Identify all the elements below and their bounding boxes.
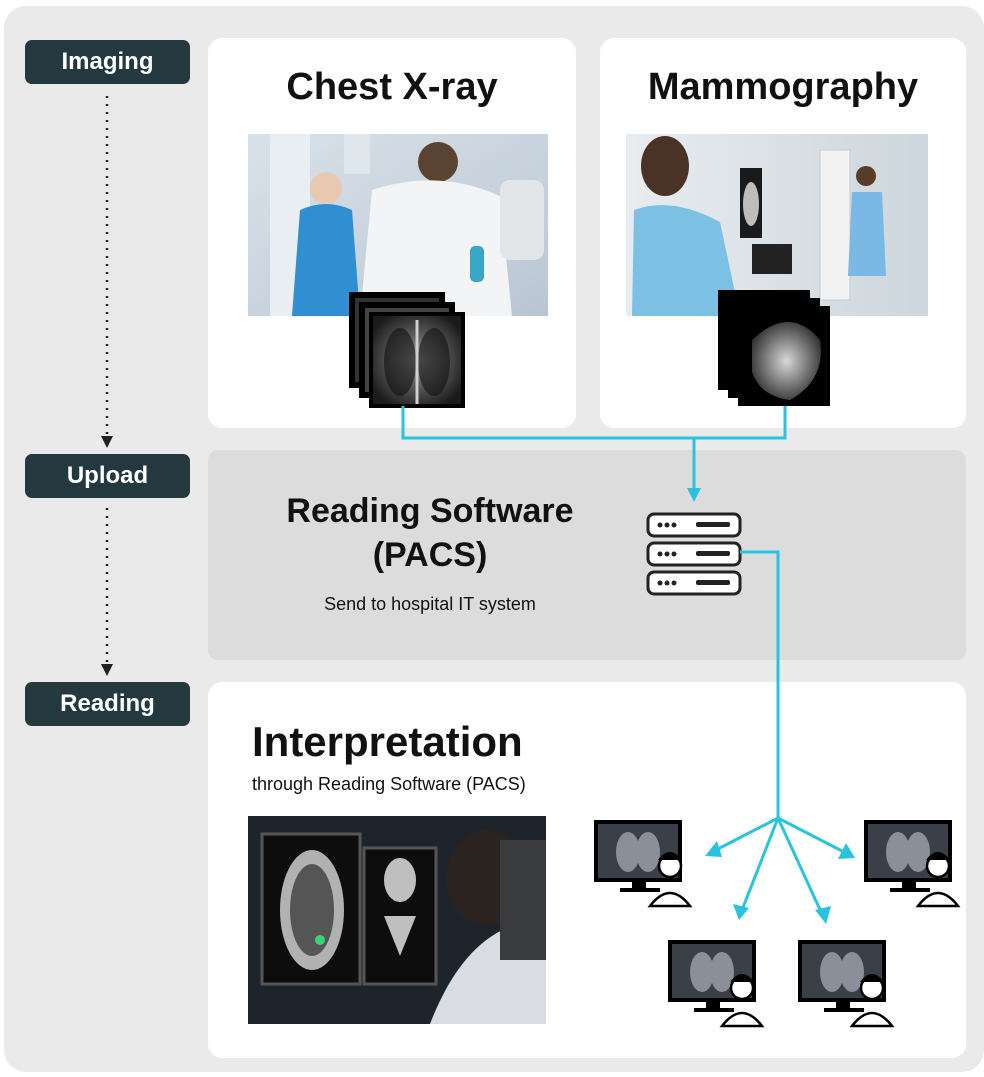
stage-flow-arrowhead-2 xyxy=(101,664,113,676)
doctor-workstation-icon xyxy=(864,820,961,908)
stage-upload: Upload xyxy=(25,454,190,498)
reading-room-photo xyxy=(248,816,546,1024)
doctor-workstation-icon xyxy=(594,820,693,908)
doctor-workstation-icon xyxy=(668,940,765,1028)
pacs-title-line2: (PACS) xyxy=(372,536,488,574)
interpretation-subtitle: through Reading Software (PACS) xyxy=(252,774,526,794)
chest-xray-photo xyxy=(248,134,548,316)
mammography-film-stack-icon xyxy=(718,290,830,406)
stage-imaging: Imaging xyxy=(25,40,190,84)
doctor-workstation-icon xyxy=(798,940,895,1028)
stage-flow-arrowhead-1 xyxy=(101,436,113,448)
mammography-photo xyxy=(626,134,928,316)
upload-connector xyxy=(401,406,787,490)
interpretation-title: Interpretation xyxy=(252,718,523,765)
mammography-title: Mammography xyxy=(647,66,919,108)
chest-xray-title: Chest X-ray xyxy=(286,66,498,108)
pacs-title-line1: Reading Software xyxy=(286,492,574,530)
reading-connector-arrowheads xyxy=(705,841,855,924)
pacs-panel xyxy=(208,450,966,660)
stage-reading: Reading xyxy=(25,682,190,726)
chest-xray-film-stack-icon xyxy=(349,292,465,408)
upload-connector-arrowhead xyxy=(687,488,701,502)
pacs-subtitle: Send to hospital IT system xyxy=(324,594,536,614)
server-icon-details xyxy=(657,522,730,586)
reading-connector xyxy=(715,550,845,915)
server-icon xyxy=(646,512,742,596)
